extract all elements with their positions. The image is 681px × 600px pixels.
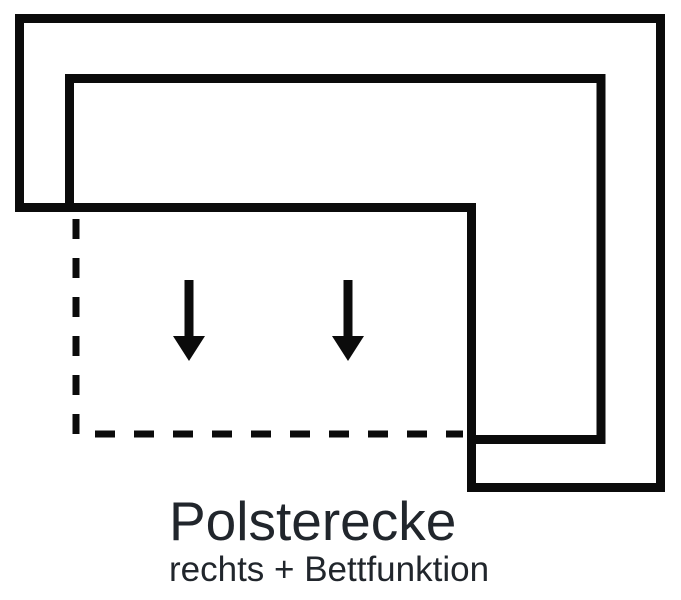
caption-title: Polsterecke <box>169 490 457 552</box>
sofa-inner-outline <box>65 74 606 444</box>
sofa-outer-outline <box>15 14 665 492</box>
down-arrow-icon <box>173 280 205 361</box>
caption: Polsterecke rechts + Bettfunktion <box>169 490 490 589</box>
bed-pullout-dashed-outline <box>72 219 463 438</box>
down-arrow-icon <box>332 280 364 361</box>
caption-subtitle: rechts + Bettfunktion <box>169 550 490 589</box>
